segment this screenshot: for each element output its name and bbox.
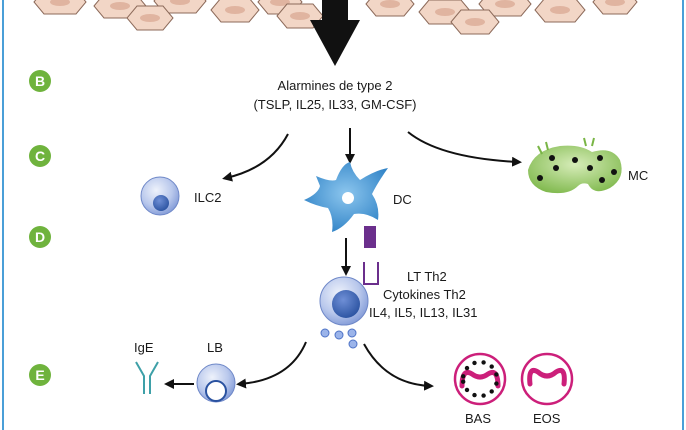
mhc-tcr-receptor — [363, 226, 379, 285]
basophil-granule — [494, 381, 499, 386]
epithelial-cell — [33, 0, 87, 15]
epithelial-nucleus — [380, 0, 400, 8]
epithelium — [33, 0, 638, 35]
basophil-granule — [464, 387, 470, 393]
epithelial-nucleus — [140, 14, 160, 22]
step-badge-e: E — [29, 364, 51, 386]
arrow-to-ilc2 — [222, 133, 289, 182]
epithelial-nucleus — [550, 6, 570, 14]
dc-label: DC — [393, 192, 412, 207]
epithelial-nucleus — [290, 12, 310, 20]
basophil-granule — [461, 379, 466, 384]
basophil-granule — [489, 389, 494, 394]
ige-antibody — [135, 361, 159, 394]
arrow-th2-to-lb — [236, 341, 307, 389]
arrow-th2-to-granulocytes — [363, 343, 434, 391]
mast-cell — [528, 137, 622, 194]
basophil-granule — [464, 365, 470, 371]
basophil-granule — [461, 374, 466, 379]
alarmins-list: (TSLP, IL25, IL33, GM-CSF) — [253, 97, 417, 112]
step-badge-b: B — [29, 70, 51, 92]
mc-label: MC — [628, 168, 649, 183]
basophil-granule — [472, 360, 477, 366]
basophil-cell — [453, 352, 507, 406]
cytokine-particles — [320, 328, 358, 349]
epithelial-nucleus — [170, 0, 190, 5]
alarmins-title: Alarmines de type 2 — [277, 78, 393, 93]
ige-label: IgE — [134, 340, 154, 355]
lb-label: LB — [207, 340, 223, 355]
arrow-to-mc — [407, 131, 522, 167]
epithelial-nucleus — [605, 0, 625, 6]
dendritic-cell — [304, 162, 388, 232]
right-frame-line — [682, 0, 684, 430]
step-badge-d: D — [29, 226, 51, 248]
big-down-arrow — [310, 0, 360, 66]
th2-cell — [319, 276, 369, 326]
bas-label: BAS — [465, 411, 492, 426]
th2-interleukins-label: IL4, IL5, IL13, IL31 — [369, 305, 478, 320]
epithelial-nucleus — [435, 8, 455, 16]
epithelial-nucleus — [225, 6, 245, 14]
epithelial-nucleus — [50, 0, 70, 6]
basophil-granule — [472, 392, 477, 398]
basophil-granule — [494, 372, 499, 377]
epithelial-nucleus — [465, 18, 485, 26]
th2-lt-label: LT Th2 — [407, 269, 447, 284]
epithelial-nucleus — [270, 0, 290, 6]
basophil-granule — [489, 364, 494, 369]
eosinophil-cell — [520, 352, 574, 406]
step-badge-c: C — [29, 145, 51, 167]
basophil-granule — [481, 393, 486, 398]
ilc2-label: ILC2 — [194, 190, 222, 205]
epithelial-cell — [592, 0, 638, 15]
left-frame-line — [2, 0, 4, 430]
th2-cytokines-label: Cytokines Th2 — [383, 287, 466, 302]
ilc2-cell — [140, 176, 180, 216]
basophil-granule — [481, 360, 486, 365]
epithelial-nucleus — [495, 0, 515, 8]
eos-label: EOS — [533, 411, 561, 426]
b-lymphocyte — [196, 363, 236, 403]
epithelial-nucleus — [110, 2, 130, 10]
